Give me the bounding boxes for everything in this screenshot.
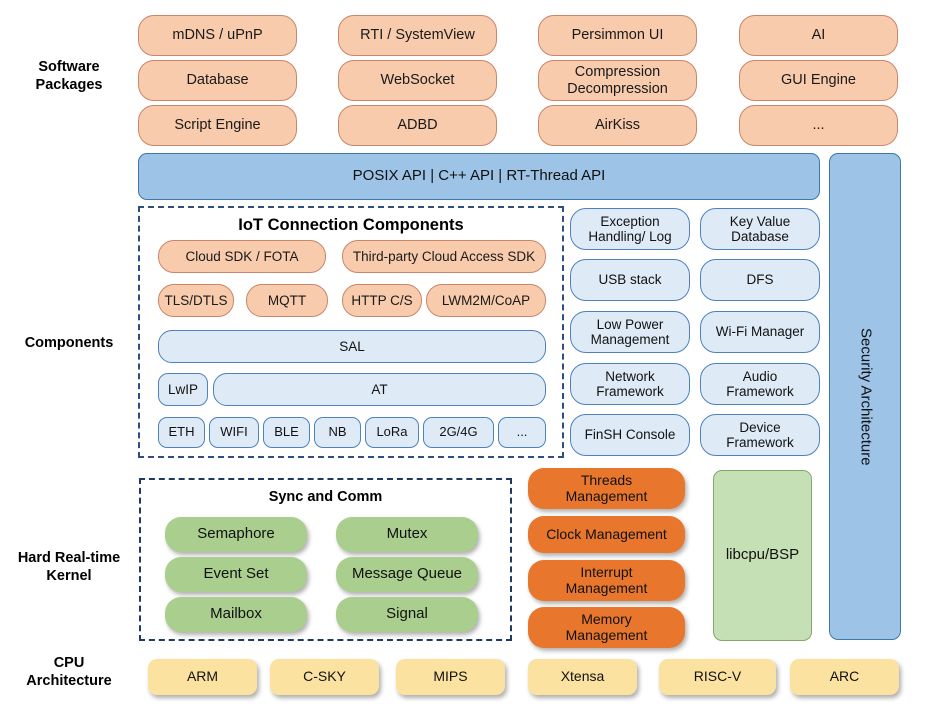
libcpu-bsp[interactable]: libcpu/BSP [713, 470, 812, 641]
package-compression-decompression[interactable]: Compression Decompression [538, 60, 697, 101]
component-finsh-console[interactable]: FinSH Console [570, 414, 690, 456]
kernel-message-queue[interactable]: Message Queue [336, 557, 478, 592]
package-ai[interactable]: AI [739, 15, 898, 56]
kernel-interrupt-management[interactable]: Interrupt Management [528, 560, 685, 601]
layer-label-kernel: Hard Real-time Kernel [17, 550, 121, 584]
cpu-c-sky[interactable]: C-SKY [270, 659, 379, 695]
package-mdns-upnp[interactable]: mDNS / uPnP [138, 15, 297, 56]
iot-link-wifi[interactable]: WIFI [209, 417, 259, 448]
kernel-mailbox[interactable]: Mailbox [165, 597, 307, 632]
kernel-mutex[interactable]: Mutex [336, 517, 478, 552]
component-device-framework[interactable]: Device Framework [700, 414, 820, 456]
cpu-risc-v[interactable]: RISC-V [659, 659, 776, 695]
api-band: POSIX API | C++ API | RT-Thread API [138, 153, 820, 200]
package-airkiss[interactable]: AirKiss [538, 105, 697, 146]
component-key-value-database[interactable]: Key Value Database [700, 208, 820, 250]
kernel-semaphore[interactable]: Semaphore [165, 517, 307, 552]
package-database[interactable]: Database [138, 60, 297, 101]
kernel-memory-management[interactable]: Memory Management [528, 607, 685, 648]
cpu-xtensa[interactable]: Xtensa [528, 659, 637, 695]
iot-third-party-cloud-access-sdk[interactable]: Third-party Cloud Access SDK [342, 240, 546, 273]
layer-label-software-packages: Software Packages [35, 59, 103, 93]
iot-link-2g-4g[interactable]: 2G/4G [423, 417, 494, 448]
cpu-mips[interactable]: MIPS [396, 659, 505, 695]
component-dfs[interactable]: DFS [700, 259, 820, 301]
iot-link-lora[interactable]: LoRa [365, 417, 419, 448]
iot-cloud-sdk-fota[interactable]: Cloud SDK / FOTA [158, 240, 326, 273]
package-more[interactable]: ... [739, 105, 898, 146]
iot-link-more[interactable]: ... [498, 417, 546, 448]
iot-tls-dtls[interactable]: TLS/DTLS [158, 284, 234, 317]
security-architecture-label: Security Architecture [857, 327, 875, 466]
sync-and-comm-title: Sync and Comm [268, 489, 383, 505]
security-architecture-bar: Security Architecture [829, 153, 901, 640]
iot-mqtt[interactable]: MQTT [246, 284, 328, 317]
package-websocket[interactable]: WebSocket [338, 60, 497, 101]
package-adbd[interactable]: ADBD [338, 105, 497, 146]
component-exception-handling-log[interactable]: Exception Handling/ Log [570, 208, 690, 250]
package-rti-systemview[interactable]: RTI / SystemView [338, 15, 497, 56]
iot-group-title: IoT Connection Components [238, 216, 464, 234]
component-wifi-manager[interactable]: Wi-Fi Manager [700, 311, 820, 353]
layer-label-cpu-architecture: CPU Architecture [26, 655, 112, 689]
package-script-engine[interactable]: Script Engine [138, 105, 297, 146]
layer-label-components: Components [24, 335, 114, 351]
iot-link-ble[interactable]: BLE [263, 417, 310, 448]
component-network-framework[interactable]: Network Framework [570, 363, 690, 405]
iot-at[interactable]: AT [213, 373, 546, 406]
component-low-power-management[interactable]: Low Power Management [570, 311, 690, 353]
iot-link-eth[interactable]: ETH [158, 417, 205, 448]
package-persimmon-ui[interactable]: Persimmon UI [538, 15, 697, 56]
kernel-threads-management[interactable]: Threads Management [528, 468, 685, 509]
kernel-clock-management[interactable]: Clock Management [528, 516, 685, 553]
component-audio-framework[interactable]: Audio Framework [700, 363, 820, 405]
cpu-arc[interactable]: ARC [790, 659, 899, 695]
kernel-event-set[interactable]: Event Set [165, 557, 307, 592]
cpu-arm[interactable]: ARM [148, 659, 257, 695]
iot-http-cs[interactable]: HTTP C/S [342, 284, 422, 317]
iot-link-nb[interactable]: NB [314, 417, 361, 448]
iot-lwm2m-coap[interactable]: LWM2M/CoAP [426, 284, 546, 317]
iot-sal[interactable]: SAL [158, 330, 546, 363]
component-usb-stack[interactable]: USB stack [570, 259, 690, 301]
package-gui-engine[interactable]: GUI Engine [739, 60, 898, 101]
kernel-signal[interactable]: Signal [336, 597, 478, 632]
iot-lwip[interactable]: LwIP [158, 373, 208, 406]
